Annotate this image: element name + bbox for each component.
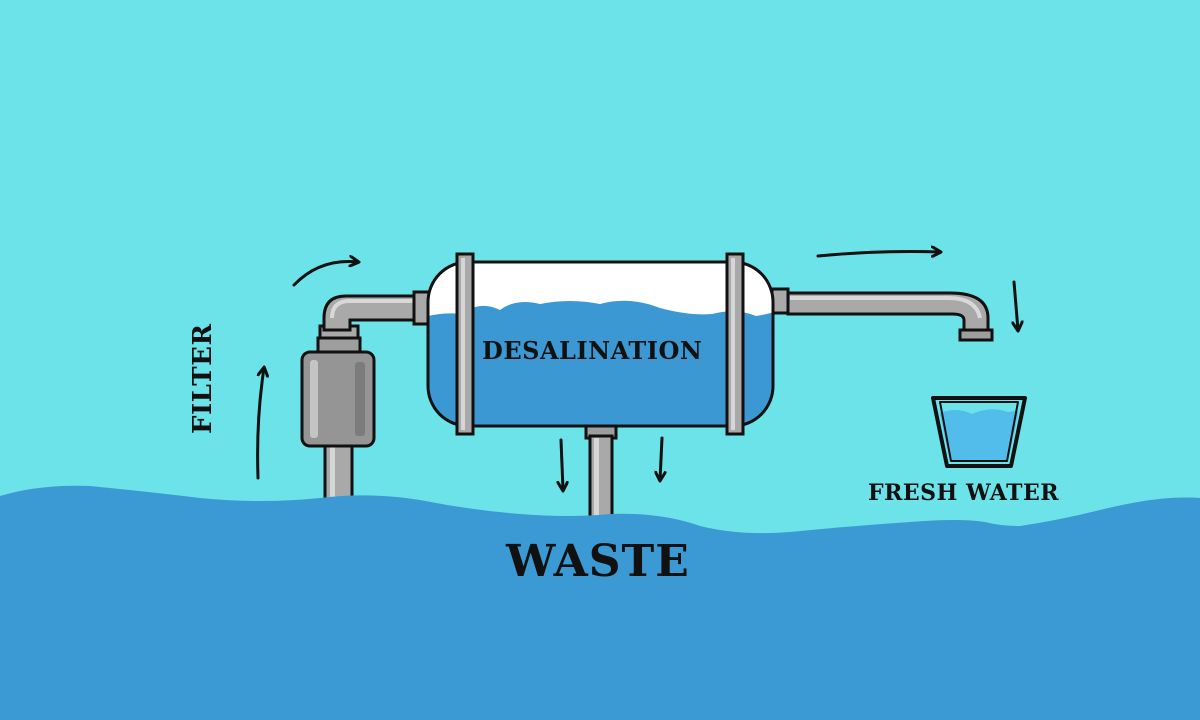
filter-to-tank-pipe [322, 290, 432, 332]
waste-label: WASTE [506, 536, 690, 587]
filter-unit [300, 324, 376, 448]
filter-label: FILTER [188, 323, 218, 435]
down-arrow-icon [1014, 280, 1018, 330]
desalination-label: DESALINATION [482, 336, 703, 365]
up-arrow-icon [256, 368, 264, 480]
fresh-water-glass [931, 396, 1027, 468]
outlet-pipe [770, 287, 994, 342]
flow-arrows [256, 252, 1018, 491]
waste-pipe [584, 422, 618, 524]
down-arrow-icon [660, 436, 662, 480]
down-arrow-icon [561, 438, 563, 490]
right-arrow-icon [816, 252, 940, 257]
desalination-tank [426, 252, 775, 436]
curved-arrow-icon [292, 261, 358, 287]
sea-water [0, 485, 1200, 720]
fresh-water-label: FRESH WATER [868, 480, 1060, 506]
